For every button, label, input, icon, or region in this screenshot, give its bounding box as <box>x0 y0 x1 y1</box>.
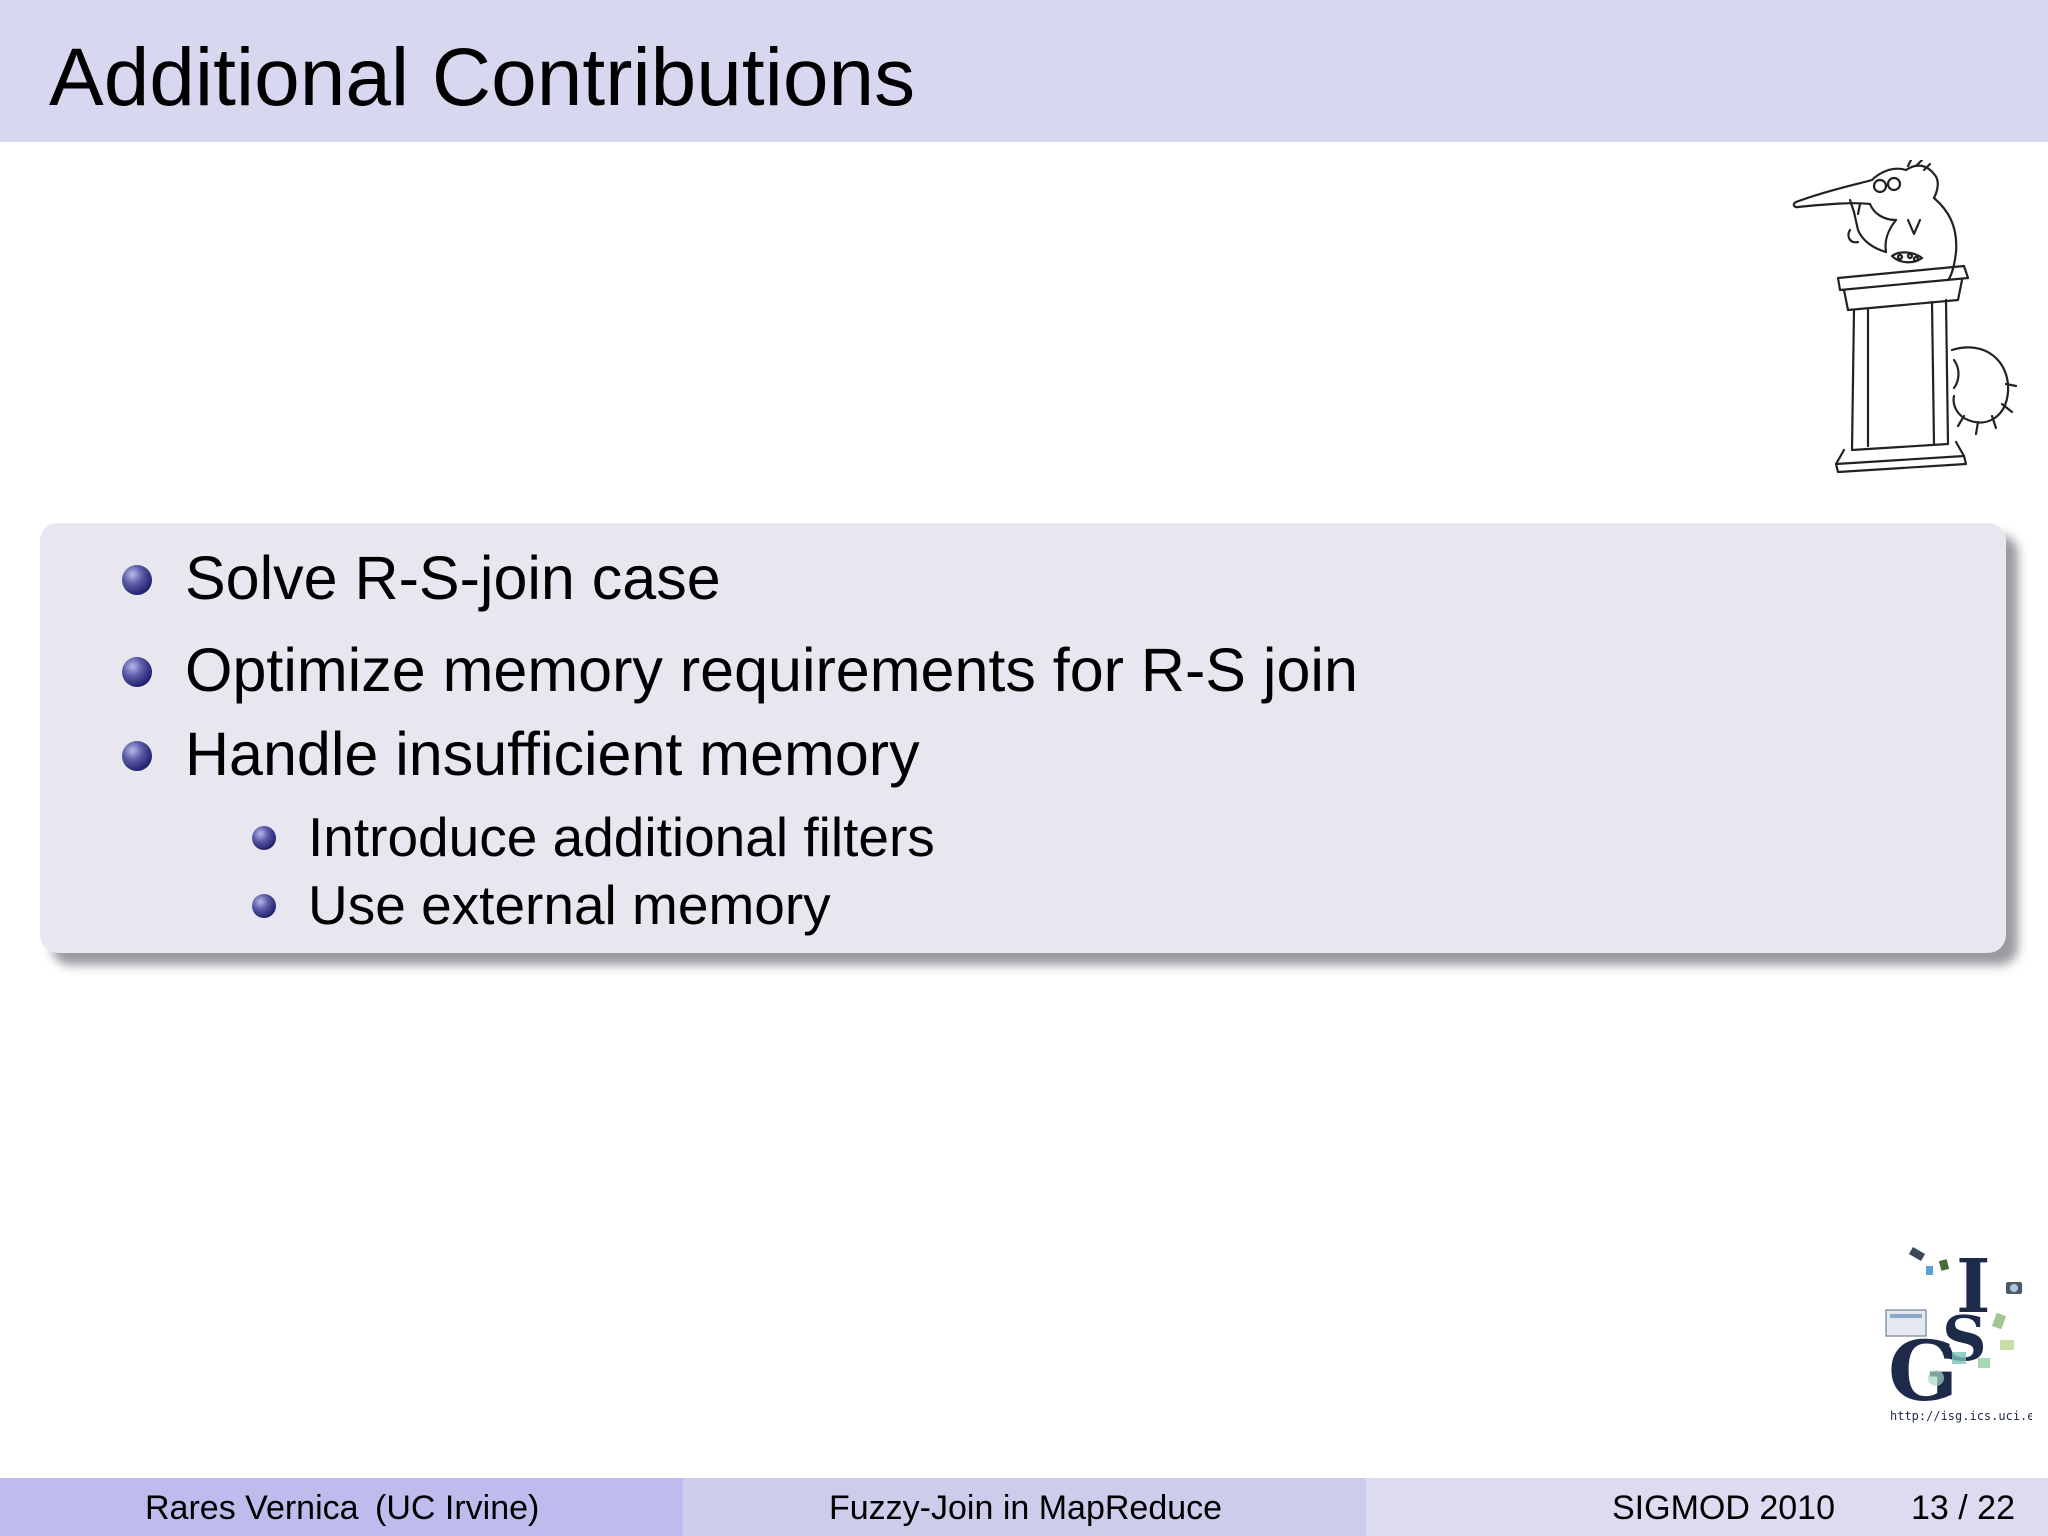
footer-author: Rares Vernica <box>145 1489 359 1527</box>
slide-title: Additional Contributions <box>49 32 916 123</box>
sub-bullet-icon <box>252 894 276 918</box>
title-bar <box>0 0 2048 142</box>
footer-conference-section: SIGMOD 2010 13 / 22 <box>1366 1478 2048 1536</box>
sub-item-additional-filters: Introduce additional filters <box>308 806 935 868</box>
bullet-icon <box>122 741 152 771</box>
anteater-lecturer-illustration <box>1792 160 2018 474</box>
footer-conference: SIGMOD 2010 <box>1612 1489 1835 1527</box>
sub-bullet-icon <box>252 826 276 850</box>
list-item-handle-insufficient-memory: Handle insufficient memory <box>185 720 920 788</box>
footer-institute: (UC Irvine) <box>375 1489 540 1527</box>
sub-item-external-memory: Use external memory <box>308 874 831 936</box>
footer-title-section: Fuzzy-Join in MapReduce <box>683 1478 1366 1536</box>
bullet-icon <box>122 657 152 687</box>
list-item-optimize-memory: Optimize memory requirements for R-S joi… <box>185 636 1358 704</box>
isg-logo-letter-i: I <box>1956 1244 1991 1330</box>
footer-short-title: Fuzzy-Join in MapReduce <box>829 1489 1223 1527</box>
footer-bar: Rares Vernica (UC Irvine) Fuzzy-Join in … <box>0 1478 2048 1536</box>
bullet-icon <box>122 565 152 595</box>
isg-logo: I S G http://isg.ics.uci.edu <box>1885 1244 2032 1423</box>
footer-page-number: 13 / 22 <box>1911 1489 2015 1527</box>
isg-logo-url: http://isg.ics.uci.edu <box>1890 1409 2032 1423</box>
isg-logo-letter-g: G <box>1888 1324 1958 1420</box>
footer-author-section: Rares Vernica (UC Irvine) <box>0 1478 683 1536</box>
content-block: Solve R-S-join case Optimize memory requ… <box>40 523 2006 953</box>
list-item-solve-rs-join: Solve R-S-join case <box>185 544 721 612</box>
